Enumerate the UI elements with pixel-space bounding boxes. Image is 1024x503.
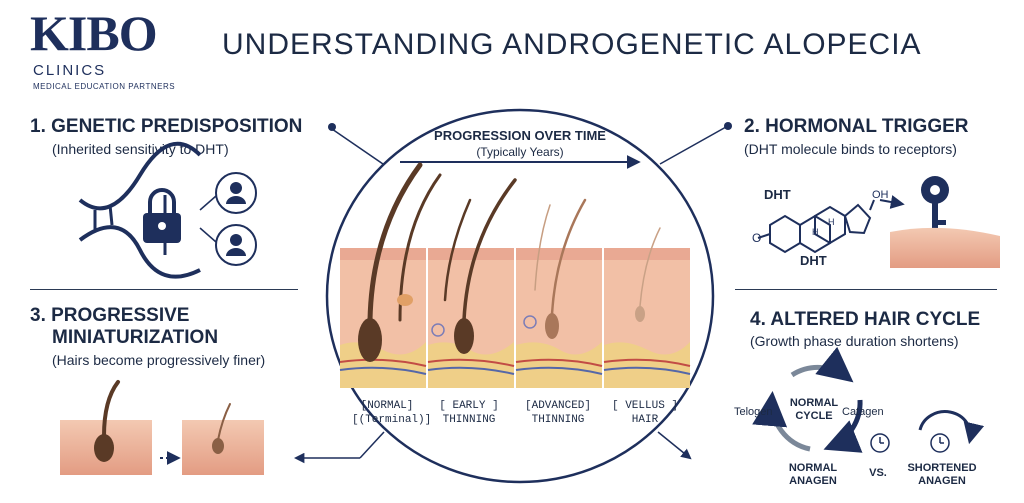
connector-2 [659, 126, 727, 165]
receptor-skin [890, 227, 1000, 268]
hair-cycle-icon [752, 346, 863, 453]
cycle-title: 4. ALTERED HAIR CYCLE [750, 309, 981, 330]
skin-block-terminal [60, 380, 152, 475]
clock-icon-shortened [918, 410, 985, 453]
miniaturization-subtitle: (Hairs become progressively finer) [52, 352, 266, 368]
connector-1 [331, 128, 384, 165]
svg-text:H: H [828, 217, 835, 227]
dna-icon [78, 141, 202, 279]
cycle-telogen-label: Telogen [734, 406, 773, 418]
miniaturization-title-2: MINIATURIZATION [52, 327, 219, 348]
progression-circle [325, 108, 715, 484]
brand-logo: KIBO [30, 5, 158, 61]
lock-icon [143, 188, 181, 243]
person-icon-male [215, 172, 257, 214]
cycle-catagen-label: Catagen [842, 406, 884, 418]
dht-molecule-icon [757, 199, 875, 254]
divider-left [30, 289, 298, 290]
hormonal-title: 2. HORMONAL TRIGGER [744, 116, 969, 137]
page-title: UNDERSTANDING ANDROGENETIC ALOPECIA [222, 28, 922, 61]
skin-block-miniaturized [182, 403, 264, 475]
hormonal-subtitle: (DHT molecule binds to receptors) [744, 141, 957, 157]
svg-text:OH: OH [872, 189, 889, 201]
stage-label-advanced: [ADVANCED]THINNING [524, 400, 592, 426]
dht-label-top: DHT [764, 187, 791, 202]
brand-subtitle: CLINICS [33, 62, 107, 79]
genetic-title: 1. GENETIC PREDISPOSITION [30, 116, 303, 137]
brand-tagline: MEDICAL EDUCATION PARTNERS [33, 82, 176, 91]
dht-label-bottom: DHT [800, 253, 827, 268]
stage-label-vellus: [ VELLUS ]HAIR [611, 400, 678, 426]
stage-label-early: [ EARLY ]THINNING [439, 400, 499, 426]
cycle-subtitle: (Growth phase duration shortens) [750, 333, 959, 349]
divider-right [735, 289, 997, 290]
dht-o-label: O [752, 231, 761, 245]
svg-text:H: H [812, 227, 819, 237]
stage-label-normal: [NORMAL][(Terminal)] [352, 400, 432, 426]
miniaturization-title-1: 3. PROGRESSIVE [30, 305, 190, 326]
person-icon-female [215, 224, 257, 266]
connector-4 [657, 431, 692, 460]
progression-heading: PROGRESSION OVER TIME [434, 128, 606, 143]
skin-panels [339, 162, 691, 388]
vs-label: VS. [869, 467, 887, 479]
progression-subheading: (Typically Years) [476, 145, 564, 159]
clock-icon-normal [870, 433, 890, 453]
